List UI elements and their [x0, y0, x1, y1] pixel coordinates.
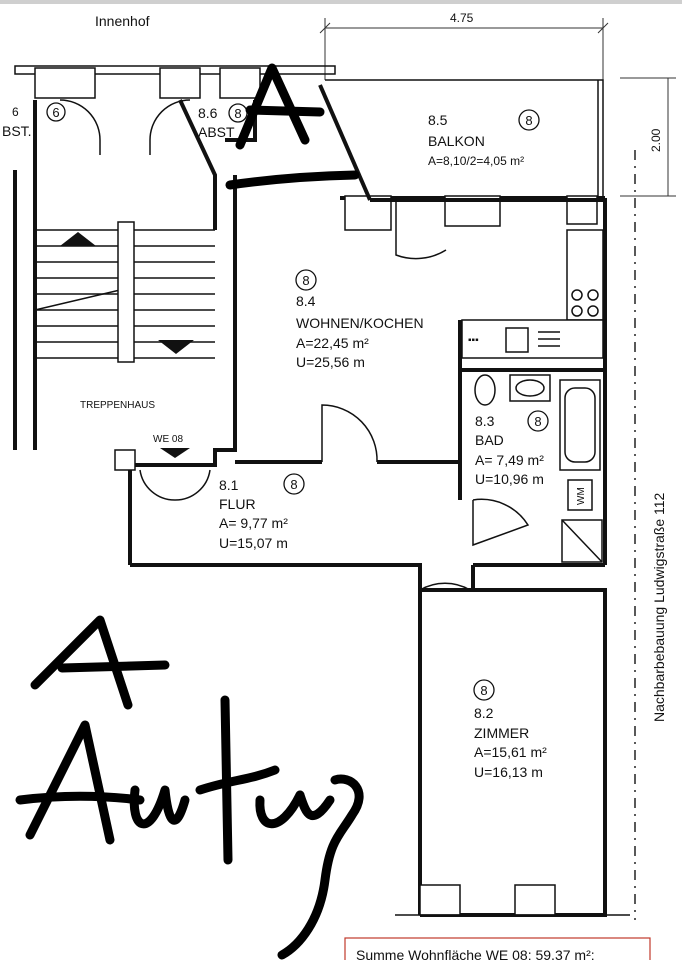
room-area: A= 9,77 m²: [219, 515, 288, 531]
top-facade: [14, 65, 336, 99]
room-circle: 8: [480, 683, 487, 698]
room-name: BAD: [475, 432, 504, 448]
courtyard-label: Innenhof: [95, 13, 150, 29]
stairwell: TREPPENHAUS: [13, 99, 217, 450]
room-flur: 8.1 8 FLUR A= 9,77 m² U=15,07 m: [219, 473, 305, 551]
door-swing-icon: [419, 582, 471, 640]
room-name: FLUR: [219, 496, 256, 512]
room-id: 8.4: [296, 293, 316, 309]
room-bad: 8.3 8 BAD A= 7,49 m² U=10,96 m: [475, 410, 549, 487]
room-circle: 8: [290, 477, 297, 492]
storage-id: 8.6: [198, 105, 218, 121]
dimension-depth: 2.00: [649, 128, 663, 152]
storage-label: BST.: [2, 123, 32, 139]
top-edge: [0, 0, 682, 4]
handwritten-a-top: [225, 63, 360, 190]
room-balkon: 8.5 8 BALKON A=8,10/2=4,05 m²: [428, 109, 540, 168]
door-swing-icon: [321, 404, 378, 463]
kitchen: ▪▪▪: [461, 229, 604, 359]
bathroom-fixtures: WM: [474, 374, 603, 563]
room-perimeter: U=15,07 m: [219, 535, 288, 551]
summary-text: Summe Wohnfläche WE 08: 59,37 m²:: [356, 947, 595, 960]
room-id: 8.2: [474, 705, 494, 721]
entry-arrow-icon: [160, 448, 190, 458]
stairwell-label: TREPPENHAUS: [80, 400, 155, 411]
entry-door: WE 08: [114, 434, 211, 501]
handwritten-aufzug: [15, 695, 364, 960]
room-name: WOHNEN/KOCHEN: [296, 315, 424, 331]
appliance-label: WM: [576, 487, 587, 505]
room-name: ZIMMER: [474, 725, 529, 741]
svg-text:6: 6: [12, 105, 19, 119]
room-id: 8.1: [219, 477, 239, 493]
room-name: BALKON: [428, 133, 485, 149]
stair-up-arrow-icon: [60, 232, 96, 246]
room-area: A=8,10/2=4,05 m²: [428, 154, 524, 168]
room-id: 8.3: [475, 413, 495, 429]
storage-circle: 6: [52, 105, 59, 120]
stair-down-arrow-icon: [158, 340, 194, 354]
room-wohnen: 8 8.4 WOHNEN/KOCHEN A=22,45 m² U=25,56 m: [295, 269, 424, 370]
room-id: 8.5: [428, 112, 448, 128]
apartment-tag: WE 08: [153, 434, 183, 445]
room-area: A=15,61 m²: [474, 744, 547, 760]
dimension-width: 4.75: [450, 11, 474, 25]
room-perimeter: U=25,56 m: [296, 354, 365, 370]
room-circle: 8: [534, 414, 541, 429]
door-swing-icon: [149, 99, 191, 155]
door-swing-icon: [472, 498, 530, 547]
room-zimmer: 8 8.2 ZIMMER A=15,61 m² U=16,13 m: [473, 679, 547, 780]
room-perimeter: U=16,13 m: [474, 764, 543, 780]
bottom-facade: [395, 884, 630, 916]
room-circle: 8: [302, 273, 309, 288]
dimension-top: 4.75: [319, 11, 609, 80]
storage-label: ABST: [198, 124, 235, 140]
room-area: A=22,45 m²: [296, 335, 369, 351]
room-perimeter: U=10,96 m: [475, 471, 544, 487]
summary-box: Summe Wohnfläche WE 08: 59,37 m²:: [344, 937, 651, 960]
room-area: A= 7,49 m²: [475, 452, 544, 468]
storage-circle: 8: [234, 106, 241, 121]
dimension-side: 2.00: [620, 77, 676, 197]
door-swing-icon: [59, 99, 101, 155]
door-swing-icon: [395, 198, 447, 260]
storage-left: 6 6 BST.: [2, 102, 66, 139]
svg-text:▪▪▪: ▪▪▪: [468, 335, 479, 346]
handwritten-a-left: [30, 615, 170, 710]
room-circle: 8: [525, 113, 532, 128]
storage-8-6: 8.6 8 ABST: [198, 100, 257, 142]
street-label: Nachbarbebauung Ludwigstraße 112: [651, 492, 667, 722]
